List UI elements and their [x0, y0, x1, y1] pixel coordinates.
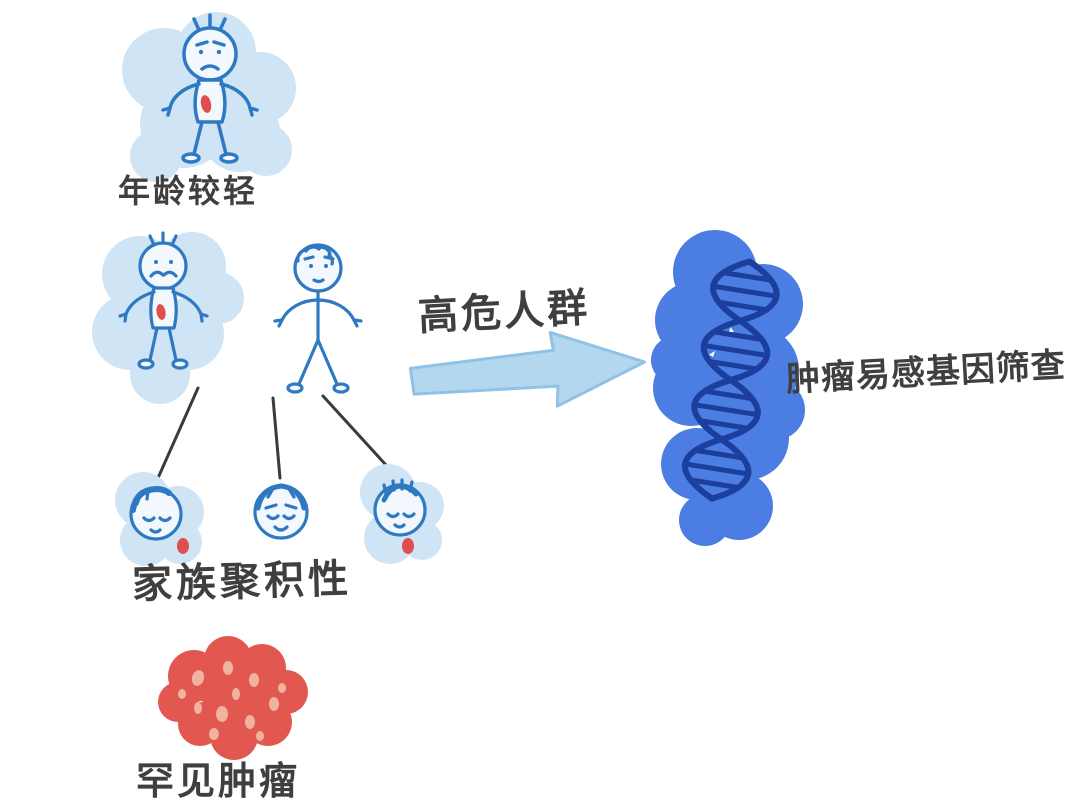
label-family-clustering: 家族聚积性	[131, 556, 353, 608]
dna-double-helix	[681, 258, 780, 502]
child-head-1	[115, 472, 204, 566]
label-rare-tumor: 罕见肿瘤	[136, 759, 301, 803]
young-person-svg	[122, 12, 296, 182]
tumor-spot	[200, 95, 212, 113]
tumor-speckles	[178, 661, 286, 741]
tumor-svg	[158, 636, 308, 760]
arrow-shape	[408, 330, 646, 408]
tumor-spot	[402, 538, 414, 554]
stick-figure	[161, 13, 259, 164]
tumor-blob-icon	[142, 618, 322, 772]
label-young-age: 年龄较轻	[118, 172, 259, 210]
family-connector-lines	[156, 386, 398, 480]
second-figure	[273, 243, 363, 394]
young-person-figure	[98, 8, 318, 202]
blue-blob	[651, 230, 805, 546]
right-arrow-icon	[402, 317, 658, 430]
tumor-spot	[156, 304, 166, 320]
label-gene-screening: 肿瘤易感基因筛查	[785, 345, 1067, 400]
arrow-svg	[408, 330, 646, 408]
child-head-2	[253, 483, 309, 540]
family-svg	[92, 231, 444, 566]
family-figures	[88, 228, 458, 582]
dna-svg	[651, 230, 805, 546]
tumor-spot	[177, 538, 189, 554]
child-head-3	[360, 464, 444, 564]
dna-helix-icon	[635, 220, 825, 554]
dna-rungs	[682, 270, 779, 491]
